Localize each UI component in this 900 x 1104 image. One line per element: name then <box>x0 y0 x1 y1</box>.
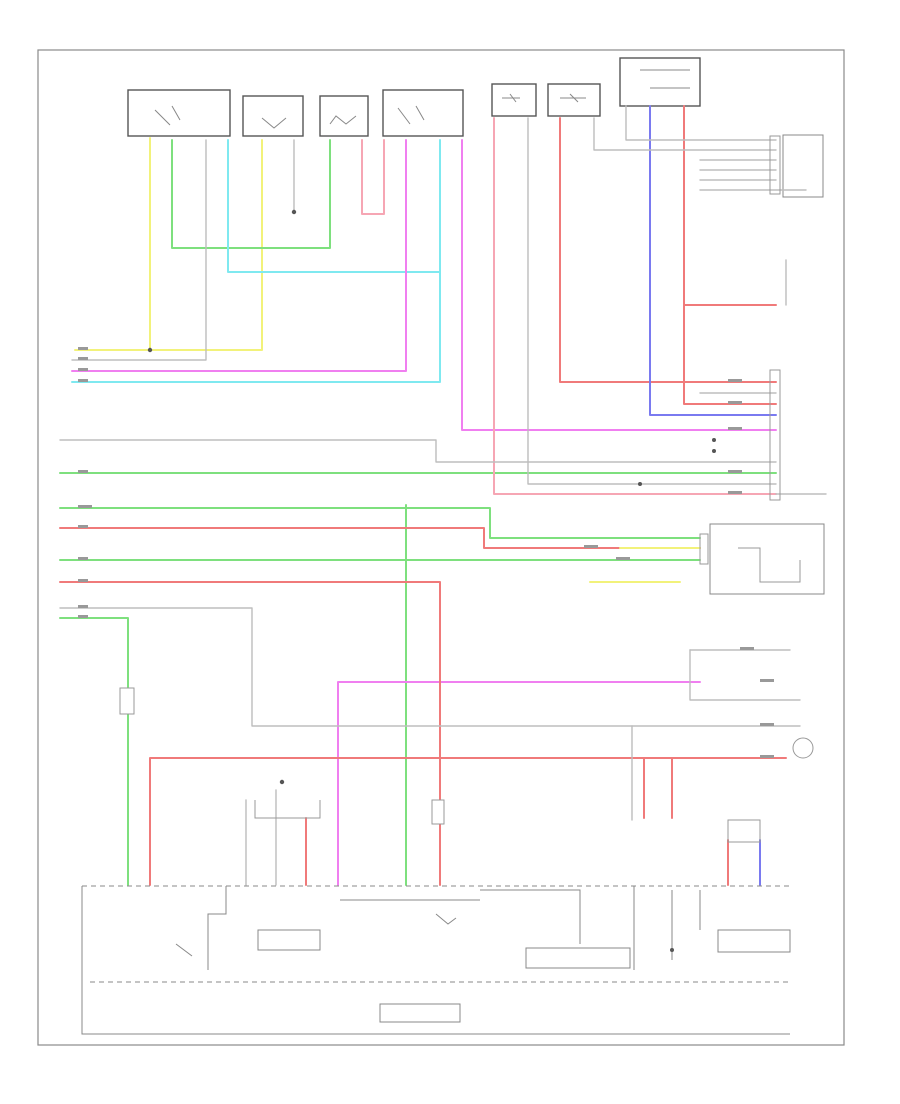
wire-blue-1 <box>649 105 777 416</box>
wire-green-3 <box>59 507 701 539</box>
terminal-block-3 <box>699 533 709 565</box>
wire-tag <box>78 605 88 608</box>
wire-green-1 <box>171 139 331 249</box>
control-unit <box>81 885 791 1035</box>
wire-tag <box>740 647 754 650</box>
wire-magenta-1 <box>71 139 407 372</box>
switch-symbol-6 <box>560 93 586 103</box>
unit-trace-3 <box>633 886 701 970</box>
unit-trace-2 <box>340 889 581 944</box>
component-box-2 <box>242 95 304 137</box>
unit-switch <box>435 913 457 925</box>
control-unit-outline <box>81 886 790 1035</box>
wire-tag <box>584 545 598 548</box>
wire-yellow-2 <box>149 139 263 351</box>
gray-wire-1 <box>71 139 207 361</box>
diagram-frame <box>37 49 845 1046</box>
switch-symbol-2 <box>261 117 287 129</box>
connector-dot <box>638 482 642 486</box>
wire-tag <box>760 755 774 758</box>
wire-red-5 <box>59 581 441 886</box>
wire-green-6 <box>59 617 129 886</box>
component-box-6 <box>547 83 601 117</box>
unit-block-1 <box>257 929 321 951</box>
wire-red-6 <box>149 757 787 886</box>
connector-dot <box>279 779 285 785</box>
terminal-block-1 <box>769 135 781 195</box>
switch-symbol-3 <box>329 115 357 125</box>
wire-tag <box>78 525 88 528</box>
wire-yellow-1 <box>74 137 151 351</box>
fuse-symbol-2 <box>431 799 445 825</box>
wire-cyan-2 <box>71 271 441 383</box>
wire-tag <box>78 557 88 560</box>
unit-switch-2 <box>175 943 193 957</box>
bracket-symbol <box>254 800 321 819</box>
connector-dot <box>670 948 674 952</box>
wire-tag <box>78 379 88 382</box>
wire-tag <box>78 357 88 360</box>
switch-symbols <box>154 69 690 129</box>
connector-dot <box>291 209 297 215</box>
wire-tag <box>760 723 774 726</box>
switch-symbol-4 <box>397 105 425 125</box>
wire-red-2 <box>683 105 777 405</box>
wire-tag <box>78 505 92 508</box>
relay-box-right <box>782 134 824 198</box>
connector-dot <box>712 449 716 453</box>
gray-wire-5 <box>625 105 777 141</box>
wire-pink-1 <box>361 139 385 215</box>
switch-symbol-5 <box>502 93 520 103</box>
wire-magenta-3 <box>337 681 701 886</box>
switch-symbol-7 <box>640 69 690 89</box>
wire-tag <box>78 347 88 350</box>
connector-dot <box>147 347 153 353</box>
lamp-symbol <box>792 737 814 759</box>
component-box-5 <box>491 83 537 117</box>
sensor-symbol-bottom <box>727 819 761 843</box>
unit-block-4 <box>379 1003 461 1023</box>
wire-tag <box>728 427 742 430</box>
wire-magenta-2 <box>461 139 777 431</box>
wire-tags <box>78 347 774 758</box>
component-box-7 <box>619 57 701 107</box>
wire-tag <box>78 470 88 473</box>
wires <box>59 105 787 886</box>
wire-tag <box>728 470 742 473</box>
gray-wire-4 <box>593 117 777 151</box>
terminal-block-2 <box>769 369 781 501</box>
sensor-box-right <box>709 523 825 595</box>
connector-dot <box>712 438 716 442</box>
connector-terminals <box>119 135 814 843</box>
fuse-symbol-1 <box>119 687 135 715</box>
component-box-4 <box>382 89 464 137</box>
wire-tag <box>728 491 742 494</box>
gray-wire-3 <box>527 117 777 485</box>
gray-wire-10 <box>59 439 777 463</box>
unit-trace-1 <box>207 886 227 970</box>
top-components <box>127 57 825 595</box>
wire-tag <box>728 401 742 404</box>
wire-tag <box>760 679 774 682</box>
unit-block-2 <box>525 947 631 969</box>
wire-tag <box>78 579 88 582</box>
gray-wires <box>59 105 827 886</box>
wire-tag <box>78 368 88 371</box>
component-box-1 <box>127 89 231 137</box>
component-box-3 <box>319 95 369 137</box>
unit-block-3 <box>717 929 791 953</box>
wire-red-1 <box>559 117 777 383</box>
wire-pink-2 <box>493 117 777 495</box>
sensor-inner-symbol <box>738 547 801 583</box>
switch-symbol-1 <box>154 105 181 126</box>
wire-tag <box>78 615 88 618</box>
wire-cyan-1 <box>227 139 441 273</box>
gray-wire-14 <box>689 649 801 701</box>
gray-wire-12 <box>59 607 801 727</box>
wire-tag <box>616 557 630 560</box>
connector-dots <box>147 209 716 952</box>
wire-tag <box>728 379 742 382</box>
